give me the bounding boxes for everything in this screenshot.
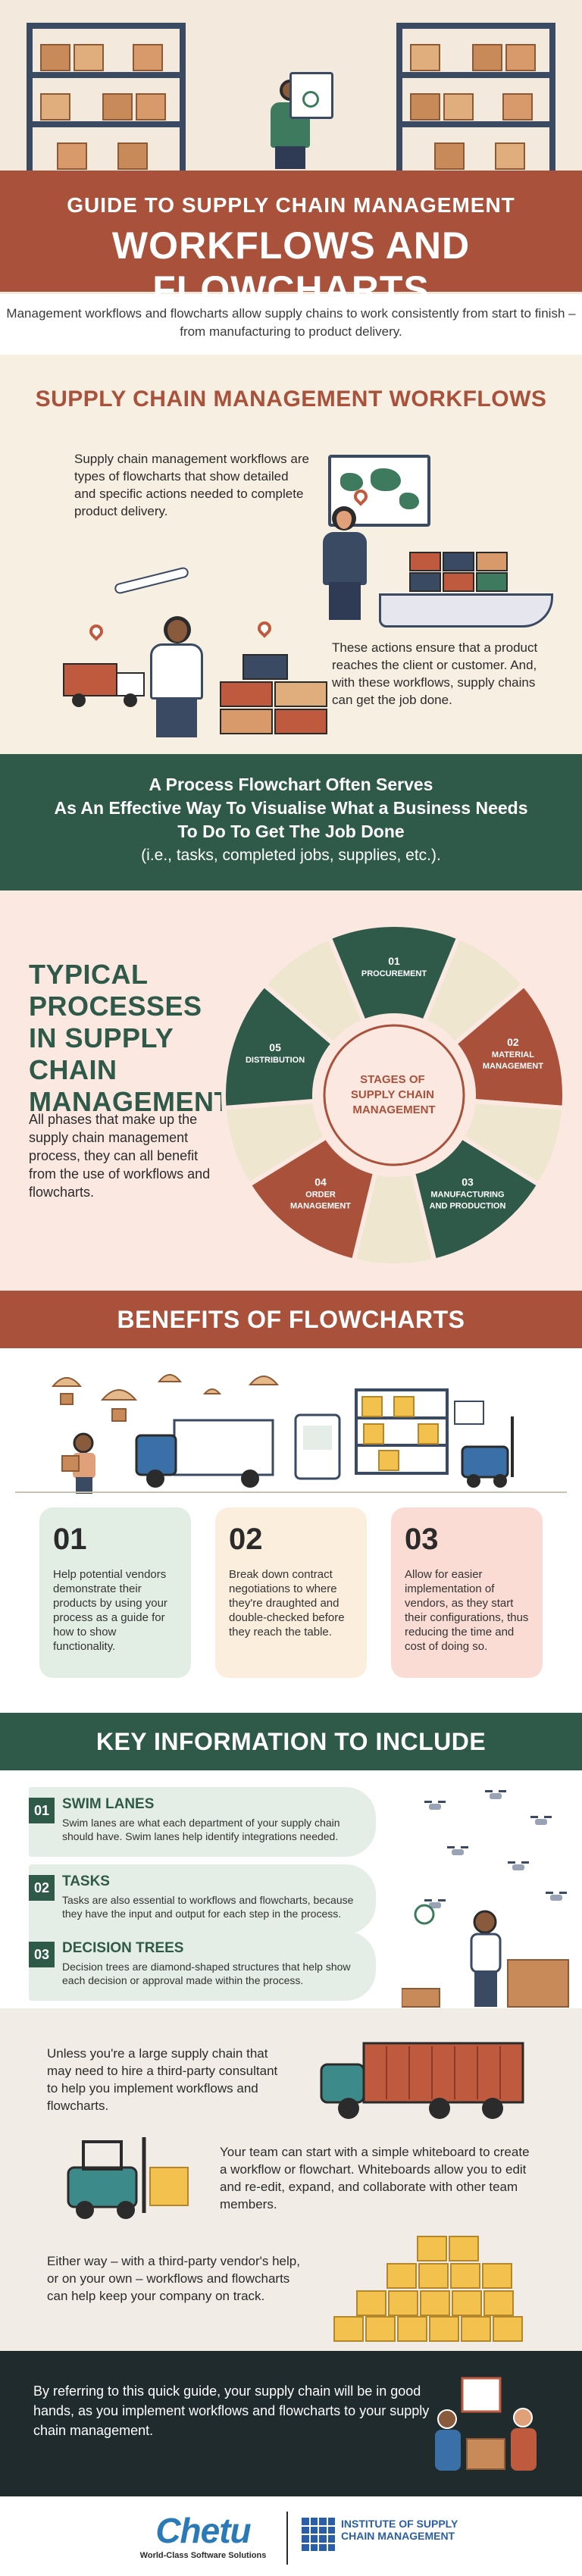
- header-section: GUIDE TO SUPPLY CHAIN MANAGEMENT WORKFLO…: [0, 0, 582, 311]
- benefit-number: 03: [405, 1523, 439, 1556]
- key-item-body: Tasks are also essential to workflows an…: [62, 1894, 354, 1920]
- location-pin-icon: [255, 618, 274, 638]
- drone-icon: [447, 1846, 468, 1857]
- key-item-heading: SWIM LANES: [62, 1796, 155, 1812]
- warehouse-shelf-illustration: [19, 8, 193, 171]
- intro-text: Management workflows and flowcharts allo…: [0, 294, 582, 355]
- benefit-card: 02 Break down contract negotiations to w…: [215, 1507, 367, 1678]
- key-item: 03 DECISION TREES Decision trees are dia…: [29, 1931, 376, 2001]
- drone-icon: [424, 1899, 446, 1910]
- iscm-logo-text: INSTITUTE OF SUPPLY CHAIN MANAGEMENT: [341, 2518, 458, 2542]
- drone-icon: [530, 1816, 552, 1826]
- banner-line: A Process Flowchart Often Serves: [149, 775, 433, 794]
- banner-line: As An Effective Way To Visualise What a …: [54, 798, 528, 818]
- location-pin-icon: [86, 621, 106, 641]
- drone-operator-illustration: [402, 1904, 569, 2008]
- benefit-number: 02: [229, 1523, 263, 1556]
- chart-board-icon: [289, 72, 333, 119]
- cargo-truck-illustration: [320, 2042, 524, 2119]
- map-board-icon: [328, 455, 430, 527]
- drone-icon: [424, 1801, 446, 1811]
- chetu-logo-tagline: World-Class Software Solutions: [139, 2551, 267, 2560]
- footer: Chetu World-Class Software Solutions INS…: [0, 2496, 582, 2576]
- benefit-card: 03 Allow for easier implementation of ve…: [391, 1507, 543, 1678]
- key-item-heading: TASKS: [62, 1873, 110, 1889]
- cargo-ship-illustration: [379, 544, 553, 628]
- section-title: SUPPLY CHAIN MANAGEMENT WORKFLOWS: [35, 387, 547, 412]
- woman-worker-illustration: [318, 506, 371, 620]
- delivery-truck-icon: [63, 663, 145, 707]
- wheel-center-label: STAGES OF SUPPLY CHAIN MANAGEMENT: [351, 1073, 437, 1116]
- stage-segment: [451, 981, 567, 1111]
- logistics-scene-illustration: [15, 1374, 567, 1494]
- iscm-logo-icon: [302, 2518, 335, 2551]
- conclusion-section: By referring to this quick guide, your s…: [0, 2351, 582, 2496]
- stage-segment: [326, 922, 462, 1025]
- title-banner: GUIDE TO SUPPLY CHAIN MANAGEMENT WORKFLO…: [0, 171, 582, 311]
- forklift-illustration: [67, 2137, 189, 2219]
- page-subtitle: GUIDE TO SUPPLY CHAIN MANAGEMENT: [67, 193, 515, 217]
- processes-description: All phases that make up the supply chain…: [29, 1112, 211, 1200]
- workflows-paragraph-2: These actions ensure that a product reac…: [332, 640, 538, 707]
- stage-segment: [410, 1134, 543, 1264]
- benefits-title: BENEFITS OF FLOWCHARTS: [0, 1291, 582, 1348]
- drone-icon: [485, 1790, 506, 1801]
- airplane-icon: [113, 565, 190, 595]
- drone-icon: [546, 1892, 567, 1902]
- stage-segment: [246, 1134, 378, 1264]
- drone-icon: [508, 1861, 529, 1872]
- wheel-spacer: [261, 934, 368, 1047]
- implementation-text-3: Either way – with a third-party vendor's…: [47, 2254, 300, 2303]
- key-item-heading: DECISION TREES: [62, 1940, 184, 1956]
- flowchart-banner: A Process Flowchart Often Serves As An E…: [0, 754, 582, 890]
- key-item: 01 SWIM LANES Swim lanes are what each d…: [29, 1787, 376, 1857]
- key-item-body: Swim lanes are what each department of y…: [62, 1817, 340, 1842]
- key-item-number: 03: [29, 1942, 55, 1967]
- warehouse-shelf-illustration: [389, 8, 563, 171]
- stage-segment: [221, 981, 337, 1111]
- key-item: 02 TASKS Tasks are also essential to wor…: [29, 1864, 376, 1934]
- implementation-text-1: Unless you're a large supply chain that …: [47, 2046, 278, 2113]
- workflows-paragraph-1: Supply chain management workflows are ty…: [74, 452, 309, 518]
- processes-section: TYPICAL PROCESSES IN SUPPLY CHAIN MANAGE…: [0, 890, 582, 1291]
- section-title: TYPICAL PROCESSES IN SUPPLY CHAIN MANAGE…: [29, 959, 231, 1117]
- benefits-section: 01 Help potential vendors demonstrate th…: [0, 1348, 582, 1713]
- banner-line: (i.e., tasks, completed jobs, supplies, …: [141, 847, 441, 864]
- manager-illustration: [144, 616, 212, 737]
- logo-divider: [286, 2512, 288, 2565]
- key-item-body: Decision trees are diamond-shaped struct…: [62, 1961, 351, 1986]
- key-item-number: 01: [29, 1798, 55, 1823]
- implementation-text-2: Your team can start with a simple whiteb…: [220, 2145, 530, 2211]
- chetu-logo[interactable]: Chetu World-Class Software Solutions: [127, 2510, 279, 2560]
- benefit-card: 01 Help potential vendors demonstrate th…: [39, 1507, 191, 1678]
- benefit-text: Help potential vendors demonstrate their…: [53, 1568, 167, 1653]
- box-pile-illustration: [333, 2236, 538, 2342]
- conclusion-text: By referring to this quick guide, your s…: [33, 2384, 430, 2438]
- container-stack-illustration: [220, 654, 333, 737]
- key-item-number: 02: [29, 1875, 55, 1901]
- benefit-number: 01: [53, 1523, 87, 1556]
- workflows-section: SUPPLY CHAIN MANAGEMENT WORKFLOWS Supply…: [0, 355, 582, 754]
- banner-line: To Do To Get The Job Done: [177, 822, 405, 841]
- chetu-logo-name: Chetu: [155, 2511, 251, 2550]
- key-info-section: 01 SWIM LANES Swim lanes are what each d…: [0, 1770, 582, 2008]
- key-info-title: KEY INFORMATION TO INCLUDE: [0, 1713, 582, 1770]
- implementation-section: Unless you're a large supply chain that …: [0, 2008, 582, 2351]
- team-illustration: [435, 2377, 537, 2471]
- benefit-text: Allow for easier implementation of vendo…: [405, 1568, 529, 1653]
- benefit-text: Break down contract negotiations to wher…: [229, 1568, 345, 1639]
- wheel-center: [323, 1024, 465, 1166]
